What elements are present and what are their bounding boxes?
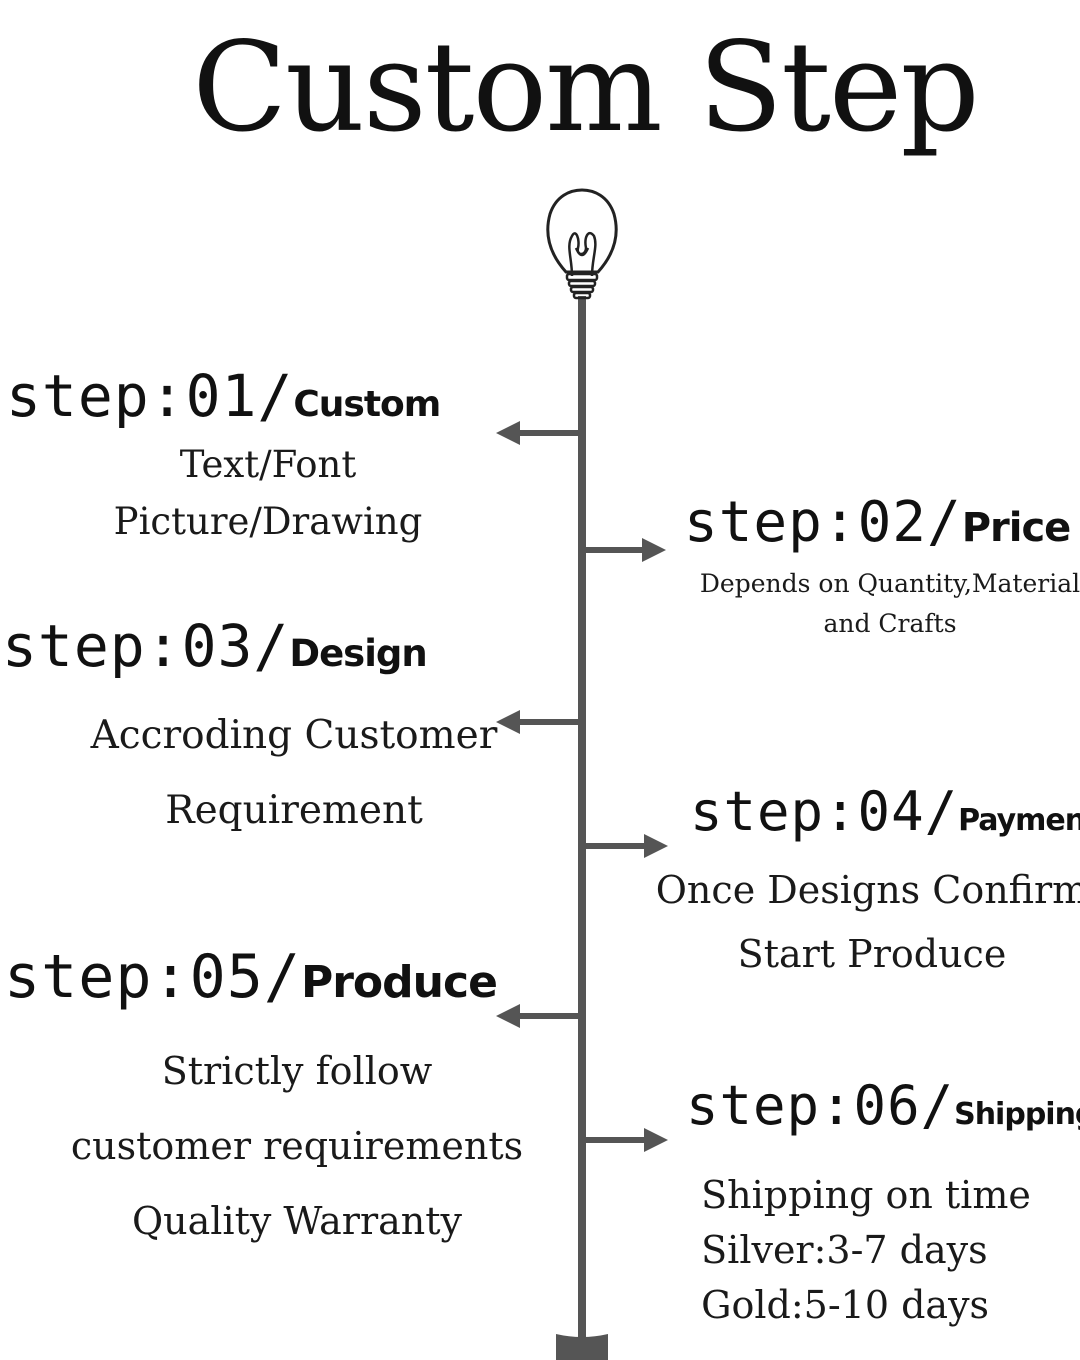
- arrow-left-step-01: [496, 421, 578, 445]
- light-bulb-icon: [546, 188, 618, 300]
- step-04-name: Payment: [958, 803, 1080, 838]
- step-03-label: step:03/Design: [2, 612, 428, 680]
- page-title: Custom Step: [192, 16, 979, 160]
- step-02-label: step:02/Price: [684, 490, 1072, 555]
- timeline-trunk: [578, 296, 586, 1342]
- arrow-right-step-02: [586, 538, 666, 562]
- timeline-base: [556, 1334, 608, 1360]
- step-05-line: customer requirements: [70, 1124, 524, 1168]
- step-02-number: step:02/: [684, 490, 962, 555]
- step-04-description: Once Designs Confirm Start Produce: [656, 858, 1080, 986]
- arrow-left-step-03: [496, 710, 578, 734]
- step-06-line: Shipping on time: [701, 1173, 1031, 1217]
- step-06-name: Shipping: [954, 1097, 1080, 1132]
- arrow-right-step-06: [586, 1128, 668, 1152]
- step-01-line: Text/Font: [179, 443, 357, 486]
- step-06-number: step:06/: [686, 1074, 955, 1137]
- step-04-number: step:04/: [690, 780, 959, 843]
- step-03-line: Accroding Customer: [90, 713, 498, 758]
- step-01-name: Custom: [293, 384, 441, 425]
- step-02-name: Price: [961, 505, 1072, 551]
- step-04-label: step:04/Payment: [690, 780, 1080, 843]
- step-03-number: step:03/: [2, 612, 290, 680]
- step-02-line: Depends on Quantity,Material: [699, 569, 1080, 598]
- step-02-description: Depends on Quantity,Material and Crafts: [700, 564, 1080, 644]
- step-06-description: Shipping on time Silver:3-7 days Gold:5-…: [701, 1168, 1031, 1333]
- step-05-number: step:05/: [4, 942, 301, 1012]
- step-01-label: step:01/Custom: [6, 362, 441, 430]
- step-03-name: Design: [289, 632, 427, 675]
- step-05-label: step:05/Produce: [4, 942, 498, 1012]
- arrow-right-step-04: [586, 834, 668, 858]
- step-04-line: Once Designs Confirm: [655, 868, 1080, 912]
- step-01-number: step:01/: [6, 362, 294, 430]
- step-05-line: Strictly follow: [161, 1049, 433, 1093]
- step-06-line: Gold:5-10 days: [701, 1283, 990, 1327]
- step-02-line: and Crafts: [823, 609, 957, 638]
- step-05-name: Produce: [300, 957, 498, 1008]
- step-05-description: Strictly follow customer requirements Qu…: [71, 1034, 523, 1259]
- step-06-line: Silver:3-7 days: [701, 1228, 988, 1272]
- step-01-description: Text/Font Picture/Drawing: [114, 436, 423, 550]
- step-04-line: Start Produce: [737, 932, 1007, 976]
- step-01-line: Picture/Drawing: [113, 500, 423, 543]
- step-06-label: step:06/Shipping: [686, 1074, 1080, 1137]
- step-03-line: Requirement: [165, 788, 423, 833]
- step-03-description: Accroding Customer Requirement: [91, 698, 498, 848]
- arrow-left-step-05: [496, 1004, 578, 1028]
- step-05-line: Quality Warranty: [131, 1199, 463, 1243]
